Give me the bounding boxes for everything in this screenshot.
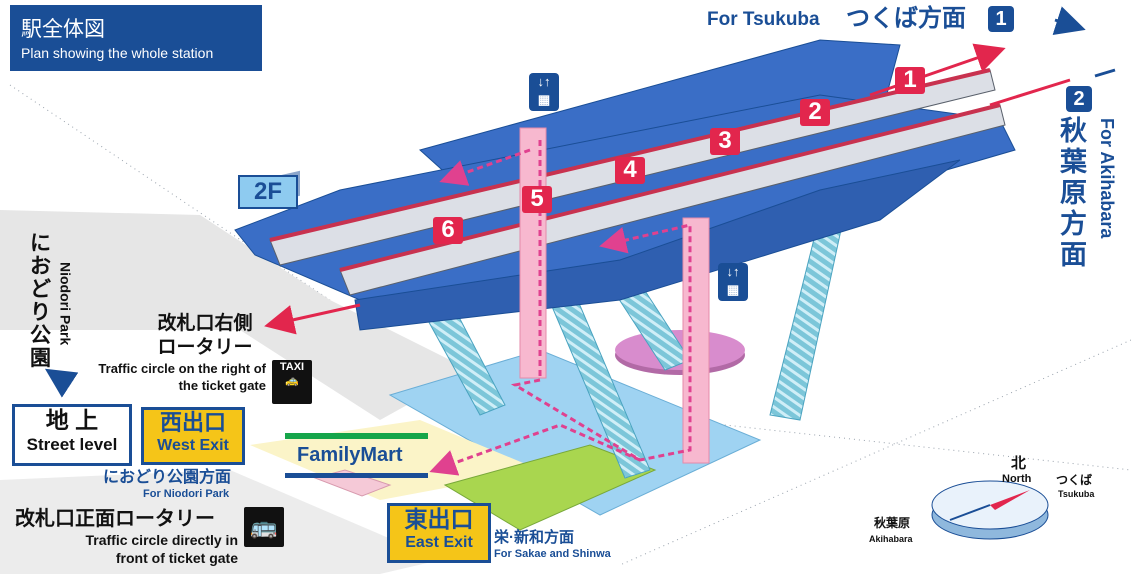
direction-arrows bbox=[44, 6, 1116, 398]
west-exit-destination-ja: におどり公園方面 bbox=[103, 469, 232, 486]
compass-akihabara-en: Akihabara bbox=[869, 534, 913, 544]
compass-north-ja: 北 bbox=[1011, 455, 1027, 472]
front-rotary-en: Traffic circle directly in front of tick… bbox=[85, 532, 238, 566]
street-level-ja: 地 上 bbox=[45, 407, 99, 433]
east-exit-ja: 東出口 bbox=[404, 506, 474, 532]
east-exit-destination-en: For Sakae and Shinwa bbox=[494, 548, 611, 560]
right-rotary-en: Traffic circle on the right of the ticke… bbox=[98, 361, 266, 393]
street-level-sign: 地 上 Street level bbox=[12, 404, 132, 466]
roads bbox=[0, 210, 470, 574]
akihabara-direction-ja: 秋葉原方面 bbox=[1060, 116, 1087, 270]
west-exit-destination-en: For Niodori Park bbox=[143, 488, 230, 500]
platform-number-5: 5 bbox=[522, 186, 552, 213]
front-rotary-ja: 改札口正面ロータリー bbox=[15, 508, 215, 530]
east-exit-sign: 東出口 East Exit bbox=[387, 503, 491, 563]
elevator-towers bbox=[519, 127, 710, 464]
niodori-park-en: Niodori Park bbox=[57, 262, 74, 346]
west-exit-ja: 西出口 bbox=[159, 410, 226, 435]
west-exit-en: West Exit bbox=[157, 437, 229, 454]
east-exit-en: East Exit bbox=[405, 534, 473, 551]
platform-number-6: 6 bbox=[433, 217, 463, 244]
compass-dial bbox=[931, 480, 1049, 540]
taxi-icon-label: TAXI bbox=[279, 361, 305, 373]
platform-number-1: 1 bbox=[895, 67, 925, 94]
tsukuba-direction-number: 1 bbox=[988, 6, 1014, 32]
floor-label: 2F bbox=[238, 175, 298, 209]
familymart-stripe-green bbox=[285, 433, 428, 439]
elevator-icon: ↓↑▦ bbox=[718, 263, 748, 301]
bus-icon: 🚌 bbox=[244, 507, 284, 547]
elevator-icon: ↓↑▦ bbox=[529, 73, 559, 111]
street-level-en: Street level bbox=[26, 435, 118, 454]
ground-outline bbox=[9, 84, 1131, 566]
compass-tsukuba-en: Tsukuba bbox=[1058, 489, 1095, 499]
route-path bbox=[429, 140, 692, 476]
compass-tsukuba-ja: つくば bbox=[1056, 473, 1093, 487]
east-exit-destination-ja: 栄·新和方面 bbox=[494, 529, 574, 546]
title-ja: 駅全体図 bbox=[21, 18, 105, 41]
compass-north-en: North bbox=[1002, 473, 1032, 485]
taxi-icon: TAXI🚕 bbox=[272, 360, 312, 404]
compass-akihabara-ja: 秋葉原 bbox=[874, 516, 911, 530]
tsukuba-direction-en: For Tsukuba bbox=[707, 9, 820, 30]
akihabara-direction-en: For Akihabara bbox=[1096, 118, 1117, 239]
right-rotary-ja: 改札口右側ロータリー bbox=[157, 313, 253, 358]
akihabara-direction-number: 2 bbox=[1066, 86, 1092, 112]
title-panel: 駅全体図 Plan showing the whole station bbox=[10, 5, 262, 71]
tsukuba-direction-ja: つくば方面 bbox=[846, 5, 966, 32]
platform-number-2: 2 bbox=[800, 99, 830, 126]
platform-number-4: 4 bbox=[615, 157, 645, 184]
familymart-label: FamilyMart bbox=[297, 444, 403, 466]
platform-number-3: 3 bbox=[710, 128, 740, 155]
familymart-stripe-blue bbox=[285, 473, 428, 478]
title-en: Plan showing the whole station bbox=[21, 45, 214, 61]
niodori-park-ja: におどり公園 bbox=[30, 232, 51, 370]
west-exit-sign: 西出口 West Exit bbox=[141, 407, 245, 465]
